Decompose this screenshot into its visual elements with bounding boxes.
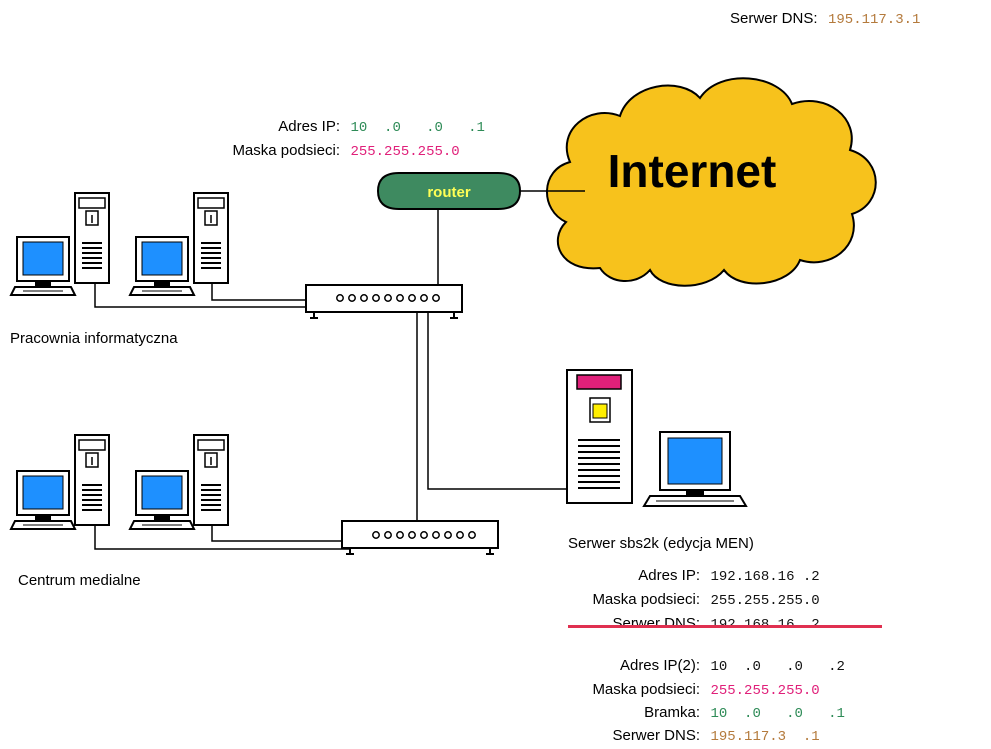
server-monitor (642, 431, 748, 507)
switch-media (341, 520, 499, 555)
media-tower-1 (74, 434, 110, 526)
lab-monitor-2 (129, 236, 195, 296)
media-tower-2 (193, 434, 229, 526)
server-title: Serwer sbs2k (edycja MEN) (568, 535, 754, 552)
server-mask-label: Maska podsieci: (592, 591, 700, 608)
server-ip-row: Adres IP: 192.168.16 .2 (540, 566, 820, 586)
dns-strikethrough (568, 625, 882, 628)
server-gw-row: Bramka: 10 .0 .0 .1 (540, 703, 845, 723)
server-mask2-row: Maska podsieci: 255.255.255.0 (540, 680, 820, 700)
router-device: router (376, 172, 522, 210)
router-label: router (427, 184, 471, 201)
server-gw-value: 10 .0 .0 .1 (710, 706, 845, 722)
server-mask-value: 255.255.255.0 (710, 593, 820, 609)
lab-label: Pracownia informatyczna (10, 330, 178, 347)
router-mask-label: Maska podsieci: (232, 142, 340, 159)
server-mask2-value: 255.255.255.0 (710, 683, 820, 699)
router-mask-value: 255.255.255.0 (350, 144, 460, 160)
router-ip-row: Adres IP: 10 .0 .0 .1 (200, 117, 485, 137)
server-mask2-label: Maska podsieci: (592, 681, 700, 698)
server-dns-row: Serwer DNS: 192.168.16 .2 (540, 614, 819, 634)
lab-tower-1 (74, 192, 110, 284)
top-dns-value: 195.117.3.1 (827, 12, 921, 28)
server-dns-label: Serwer DNS: (612, 615, 700, 632)
server-ip2-row: Adres IP(2): 10 .0 .0 .2 (540, 656, 845, 676)
server-dns2-value: 195.117.3 .1 (710, 729, 820, 745)
internet-cloud (546, 77, 877, 287)
media-monitor-1 (10, 470, 76, 530)
server-ip-value: 192.168.16 .2 (710, 569, 820, 585)
server-tower (566, 369, 633, 504)
server-ip-label: Adres IP: (638, 567, 700, 584)
lab-tower-2 (193, 192, 229, 284)
server-mask-row: Maska podsieci: 255.255.255.0 (540, 590, 820, 610)
server-ip2-label: Adres IP(2): (619, 657, 700, 674)
media-monitor-2 (129, 470, 195, 530)
lab-monitor-1 (10, 236, 76, 296)
server-dns2-row: Serwer DNS: 195.117.3 .1 (540, 726, 820, 746)
router-ip-label: Adres IP: (278, 118, 340, 135)
router-mask-row: Maska podsieci: 255.255.255.0 (200, 141, 460, 161)
top-dns-row: Serwer DNS: 195.117.3.1 (730, 9, 920, 29)
media-label: Centrum medialne (18, 572, 141, 589)
top-dns-label: Serwer DNS: (730, 10, 818, 27)
internet-label: Internet (608, 145, 777, 197)
server-ip2-value: 10 .0 .0 .2 (710, 659, 845, 675)
router-ip-value: 10 .0 .0 .1 (350, 120, 485, 136)
server-dns2-label: Serwer DNS: (612, 727, 700, 744)
switch-lab (305, 284, 463, 319)
server-gw-label: Bramka: (644, 704, 700, 721)
